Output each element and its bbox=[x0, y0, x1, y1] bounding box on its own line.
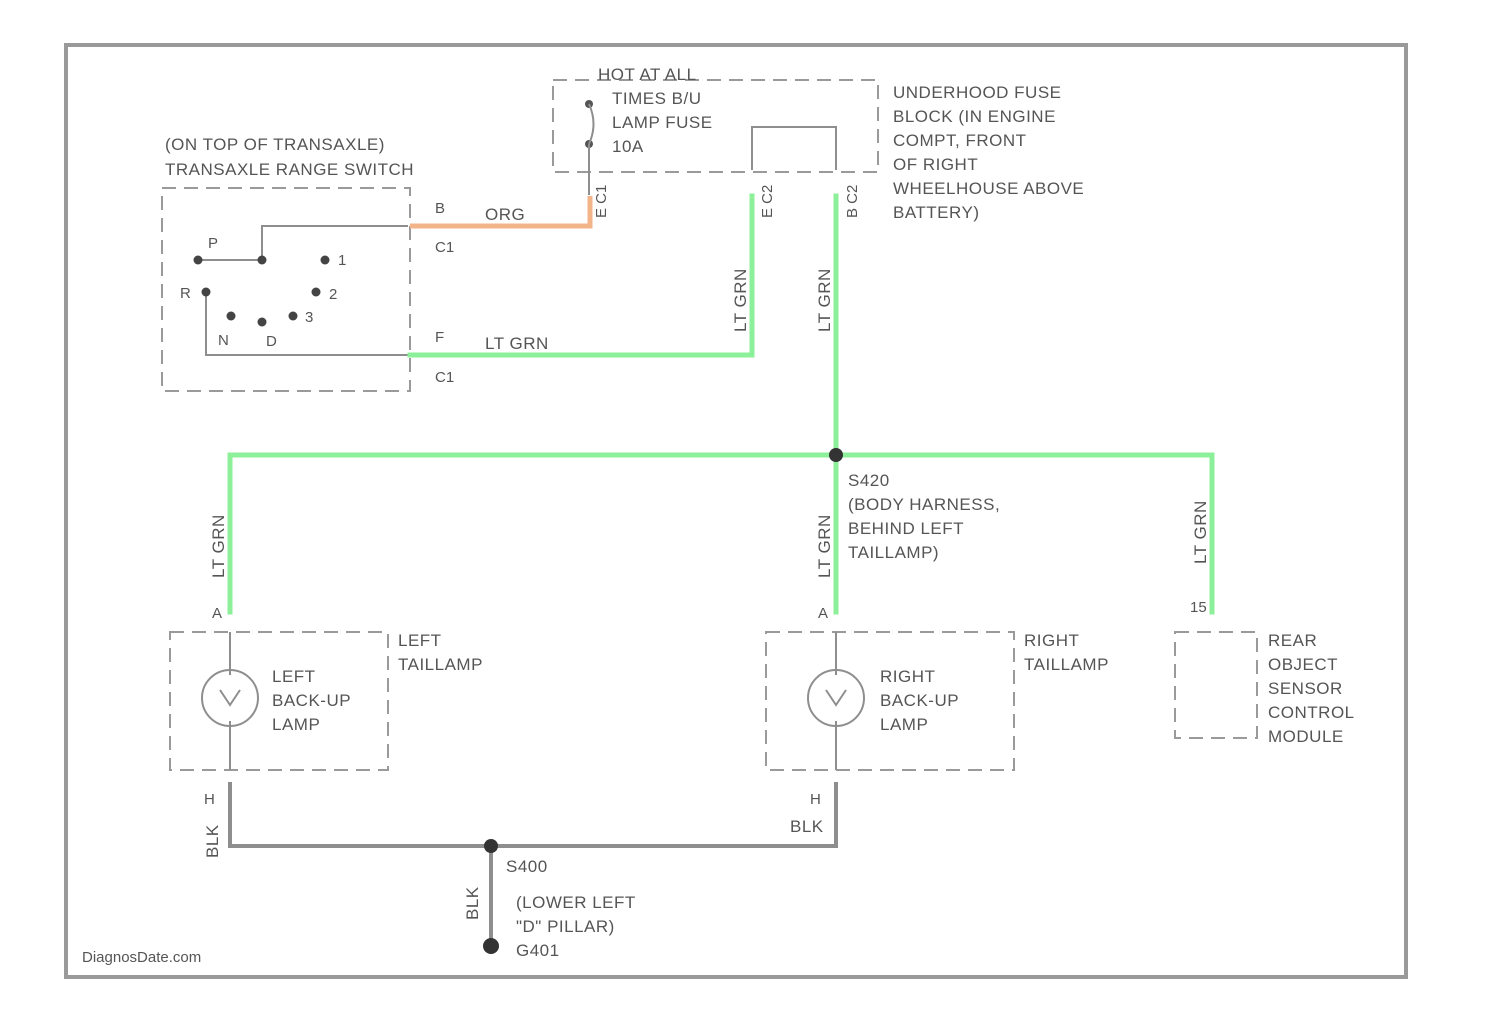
block-connector-b: B C2 bbox=[844, 185, 861, 218]
pos-d: D bbox=[266, 333, 277, 350]
svg-text:REAR: REAR bbox=[1268, 631, 1317, 650]
svg-text:TAILLAMP: TAILLAMP bbox=[1024, 655, 1109, 674]
wire-label-blk-c: BLK bbox=[463, 886, 482, 920]
fuse-hot-label: HOT AT ALL bbox=[598, 65, 697, 84]
svg-text:BACK-UP: BACK-UP bbox=[272, 691, 351, 710]
svg-text:BLOCK (IN ENGINE: BLOCK (IN ENGINE bbox=[893, 107, 1056, 126]
ground-g401-icon bbox=[483, 938, 499, 954]
wire-label-ltgrn-e: LT GRN bbox=[815, 514, 834, 578]
fuse-line-2: LAMP FUSE bbox=[612, 113, 713, 132]
right-pin-h: H bbox=[810, 791, 821, 808]
svg-text:RIGHT: RIGHT bbox=[1024, 631, 1079, 650]
pin-f: F bbox=[435, 329, 444, 346]
block-connector-a: E C2 bbox=[759, 185, 776, 218]
splice-s400-dot bbox=[484, 839, 498, 853]
module-pin-15: 15 bbox=[1190, 599, 1207, 616]
svg-text:OBJECT: OBJECT bbox=[1268, 655, 1338, 674]
wire-label-ltgrn-b: LT GRN bbox=[731, 268, 750, 332]
svg-text:LAMP: LAMP bbox=[880, 715, 928, 734]
watermark: DiagnosDate.com bbox=[82, 949, 201, 966]
svg-text:WHEELHOUSE ABOVE: WHEELHOUSE ABOVE bbox=[893, 179, 1084, 198]
svg-text:OF RIGHT: OF RIGHT bbox=[893, 155, 978, 174]
svg-text:COMPT, FRONT: COMPT, FRONT bbox=[893, 131, 1027, 150]
splice-s400-label: S400 bbox=[506, 857, 548, 876]
pos-r: R bbox=[180, 285, 191, 302]
svg-text:TAILLAMP: TAILLAMP bbox=[398, 655, 483, 674]
right-pin-a: A bbox=[818, 605, 828, 622]
pin-b: B bbox=[435, 200, 445, 217]
pos-n: N bbox=[218, 332, 229, 349]
wire-label-ltgrn-d: LT GRN bbox=[209, 514, 228, 578]
svg-text:LAMP: LAMP bbox=[272, 715, 320, 734]
wire-label-blk-b: BLK bbox=[790, 817, 824, 836]
svg-text:S420: S420 bbox=[848, 471, 890, 490]
svg-text:UNDERHOOD FUSE: UNDERHOOD FUSE bbox=[893, 83, 1062, 102]
svg-text:LEFT: LEFT bbox=[398, 631, 442, 650]
left-pin-h: H bbox=[204, 791, 215, 808]
wire-label-org: ORG bbox=[485, 205, 525, 224]
fuse-line-3: 10A bbox=[612, 137, 644, 156]
pos-3: 3 bbox=[305, 309, 313, 326]
svg-text:(BODY HARNESS,: (BODY HARNESS, bbox=[848, 495, 1000, 514]
svg-text:BATTERY): BATTERY) bbox=[893, 203, 980, 222]
svg-text:RIGHT: RIGHT bbox=[880, 667, 935, 686]
svg-text:LEFT: LEFT bbox=[272, 667, 316, 686]
splice-s420-dot bbox=[829, 448, 843, 462]
svg-text:MODULE: MODULE bbox=[1268, 727, 1344, 746]
wire-label-ltgrn-f: LT GRN bbox=[1191, 500, 1210, 564]
wire-label-blk-a: BLK bbox=[203, 824, 222, 858]
transaxle-name: TRANSAXLE RANGE SWITCH bbox=[165, 160, 414, 179]
fuse-out-connector: E C1 bbox=[593, 185, 610, 218]
svg-text:CONTROL: CONTROL bbox=[1268, 703, 1355, 722]
pos-1: 1 bbox=[338, 252, 346, 269]
connector-c1-top: C1 bbox=[435, 239, 454, 256]
pos-p: P bbox=[208, 235, 218, 252]
svg-text:TAILLAMP): TAILLAMP) bbox=[848, 543, 939, 562]
ground-location-1: (LOWER LEFT bbox=[516, 893, 636, 912]
ground-id: G401 bbox=[516, 941, 560, 960]
svg-text:BEHIND LEFT: BEHIND LEFT bbox=[848, 519, 964, 538]
left-pin-a: A bbox=[212, 605, 222, 622]
fuse-line-1: TIMES B/U bbox=[612, 89, 702, 108]
wire-label-ltgrn-c: LT GRN bbox=[815, 268, 834, 332]
svg-text:SENSOR: SENSOR bbox=[1268, 679, 1343, 698]
pos-2: 2 bbox=[329, 286, 337, 303]
transaxle-location: (ON TOP OF TRANSAXLE) bbox=[165, 135, 385, 154]
connector-c1-bottom: C1 bbox=[435, 369, 454, 386]
wire-label-ltgrn-a: LT GRN bbox=[485, 334, 549, 353]
ground-location-2: "D" PILLAR) bbox=[516, 917, 615, 936]
svg-text:BACK-UP: BACK-UP bbox=[880, 691, 959, 710]
